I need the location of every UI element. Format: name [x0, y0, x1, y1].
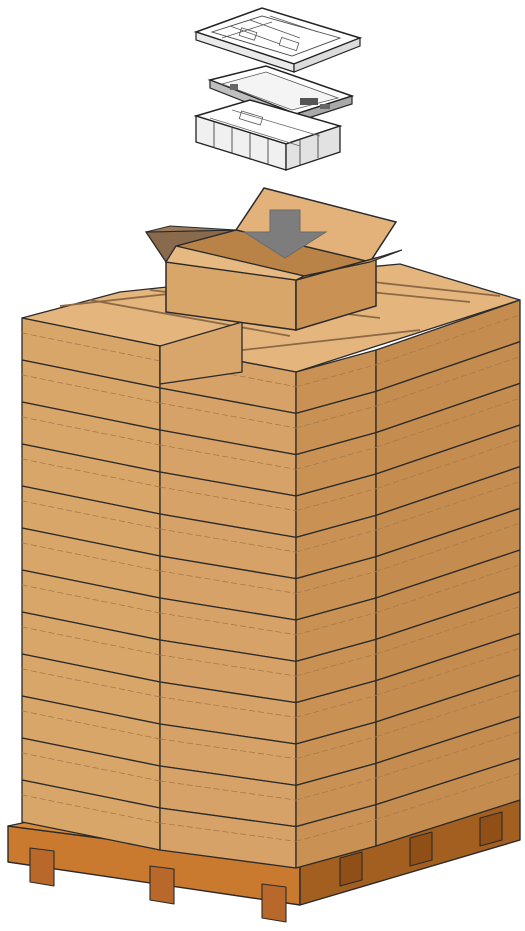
- pallet-side-block-2: [410, 832, 432, 866]
- box-stack: [22, 264, 520, 868]
- pallet-side-block-3: [480, 812, 502, 846]
- open-top-box: [146, 188, 402, 330]
- tray-top: [196, 8, 360, 72]
- pallet-block-1: [30, 848, 54, 886]
- pallet-side-block-1: [340, 852, 362, 886]
- pallet-block-2: [150, 866, 174, 904]
- component-stack: [196, 8, 360, 170]
- pallet-block-3: [262, 884, 286, 922]
